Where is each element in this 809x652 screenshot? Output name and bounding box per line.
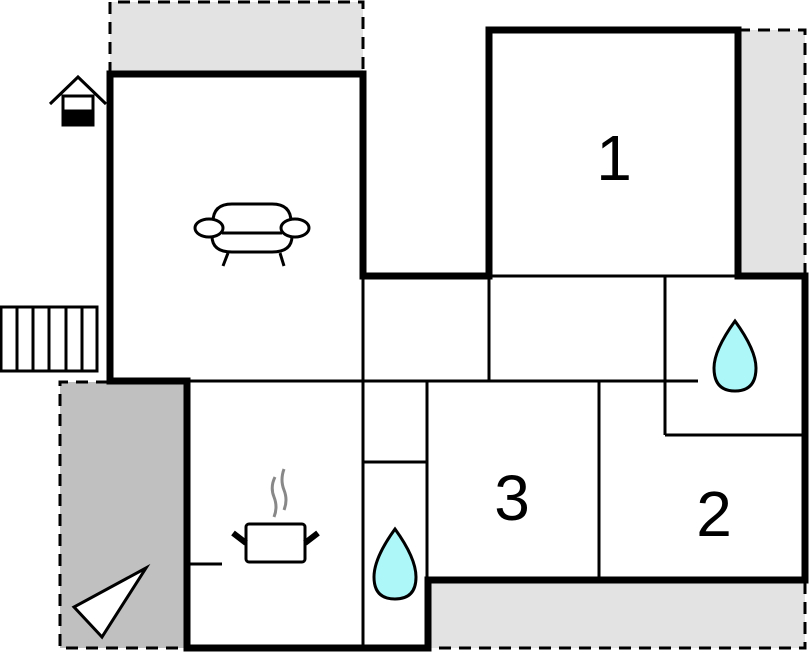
compass-triangle-icon [71, 563, 151, 640]
sofa-icon [193, 202, 311, 267]
room-label-1: 1 [596, 122, 632, 194]
terrace-top [108, 0, 365, 74]
room-label-3: 3 [494, 462, 530, 534]
terrace-right [738, 28, 807, 276]
interior-walls [187, 274, 803, 648]
terrace-bottom [430, 582, 807, 650]
stairs-icon [0, 305, 99, 373]
water-drop-icon [372, 526, 418, 601]
entrance-house-icon [48, 74, 108, 127]
room-label-2: 2 [696, 478, 732, 550]
outer-walls [106, 26, 809, 652]
cooking-pot-icon [231, 468, 320, 564]
water-drop-icon [712, 318, 758, 393]
